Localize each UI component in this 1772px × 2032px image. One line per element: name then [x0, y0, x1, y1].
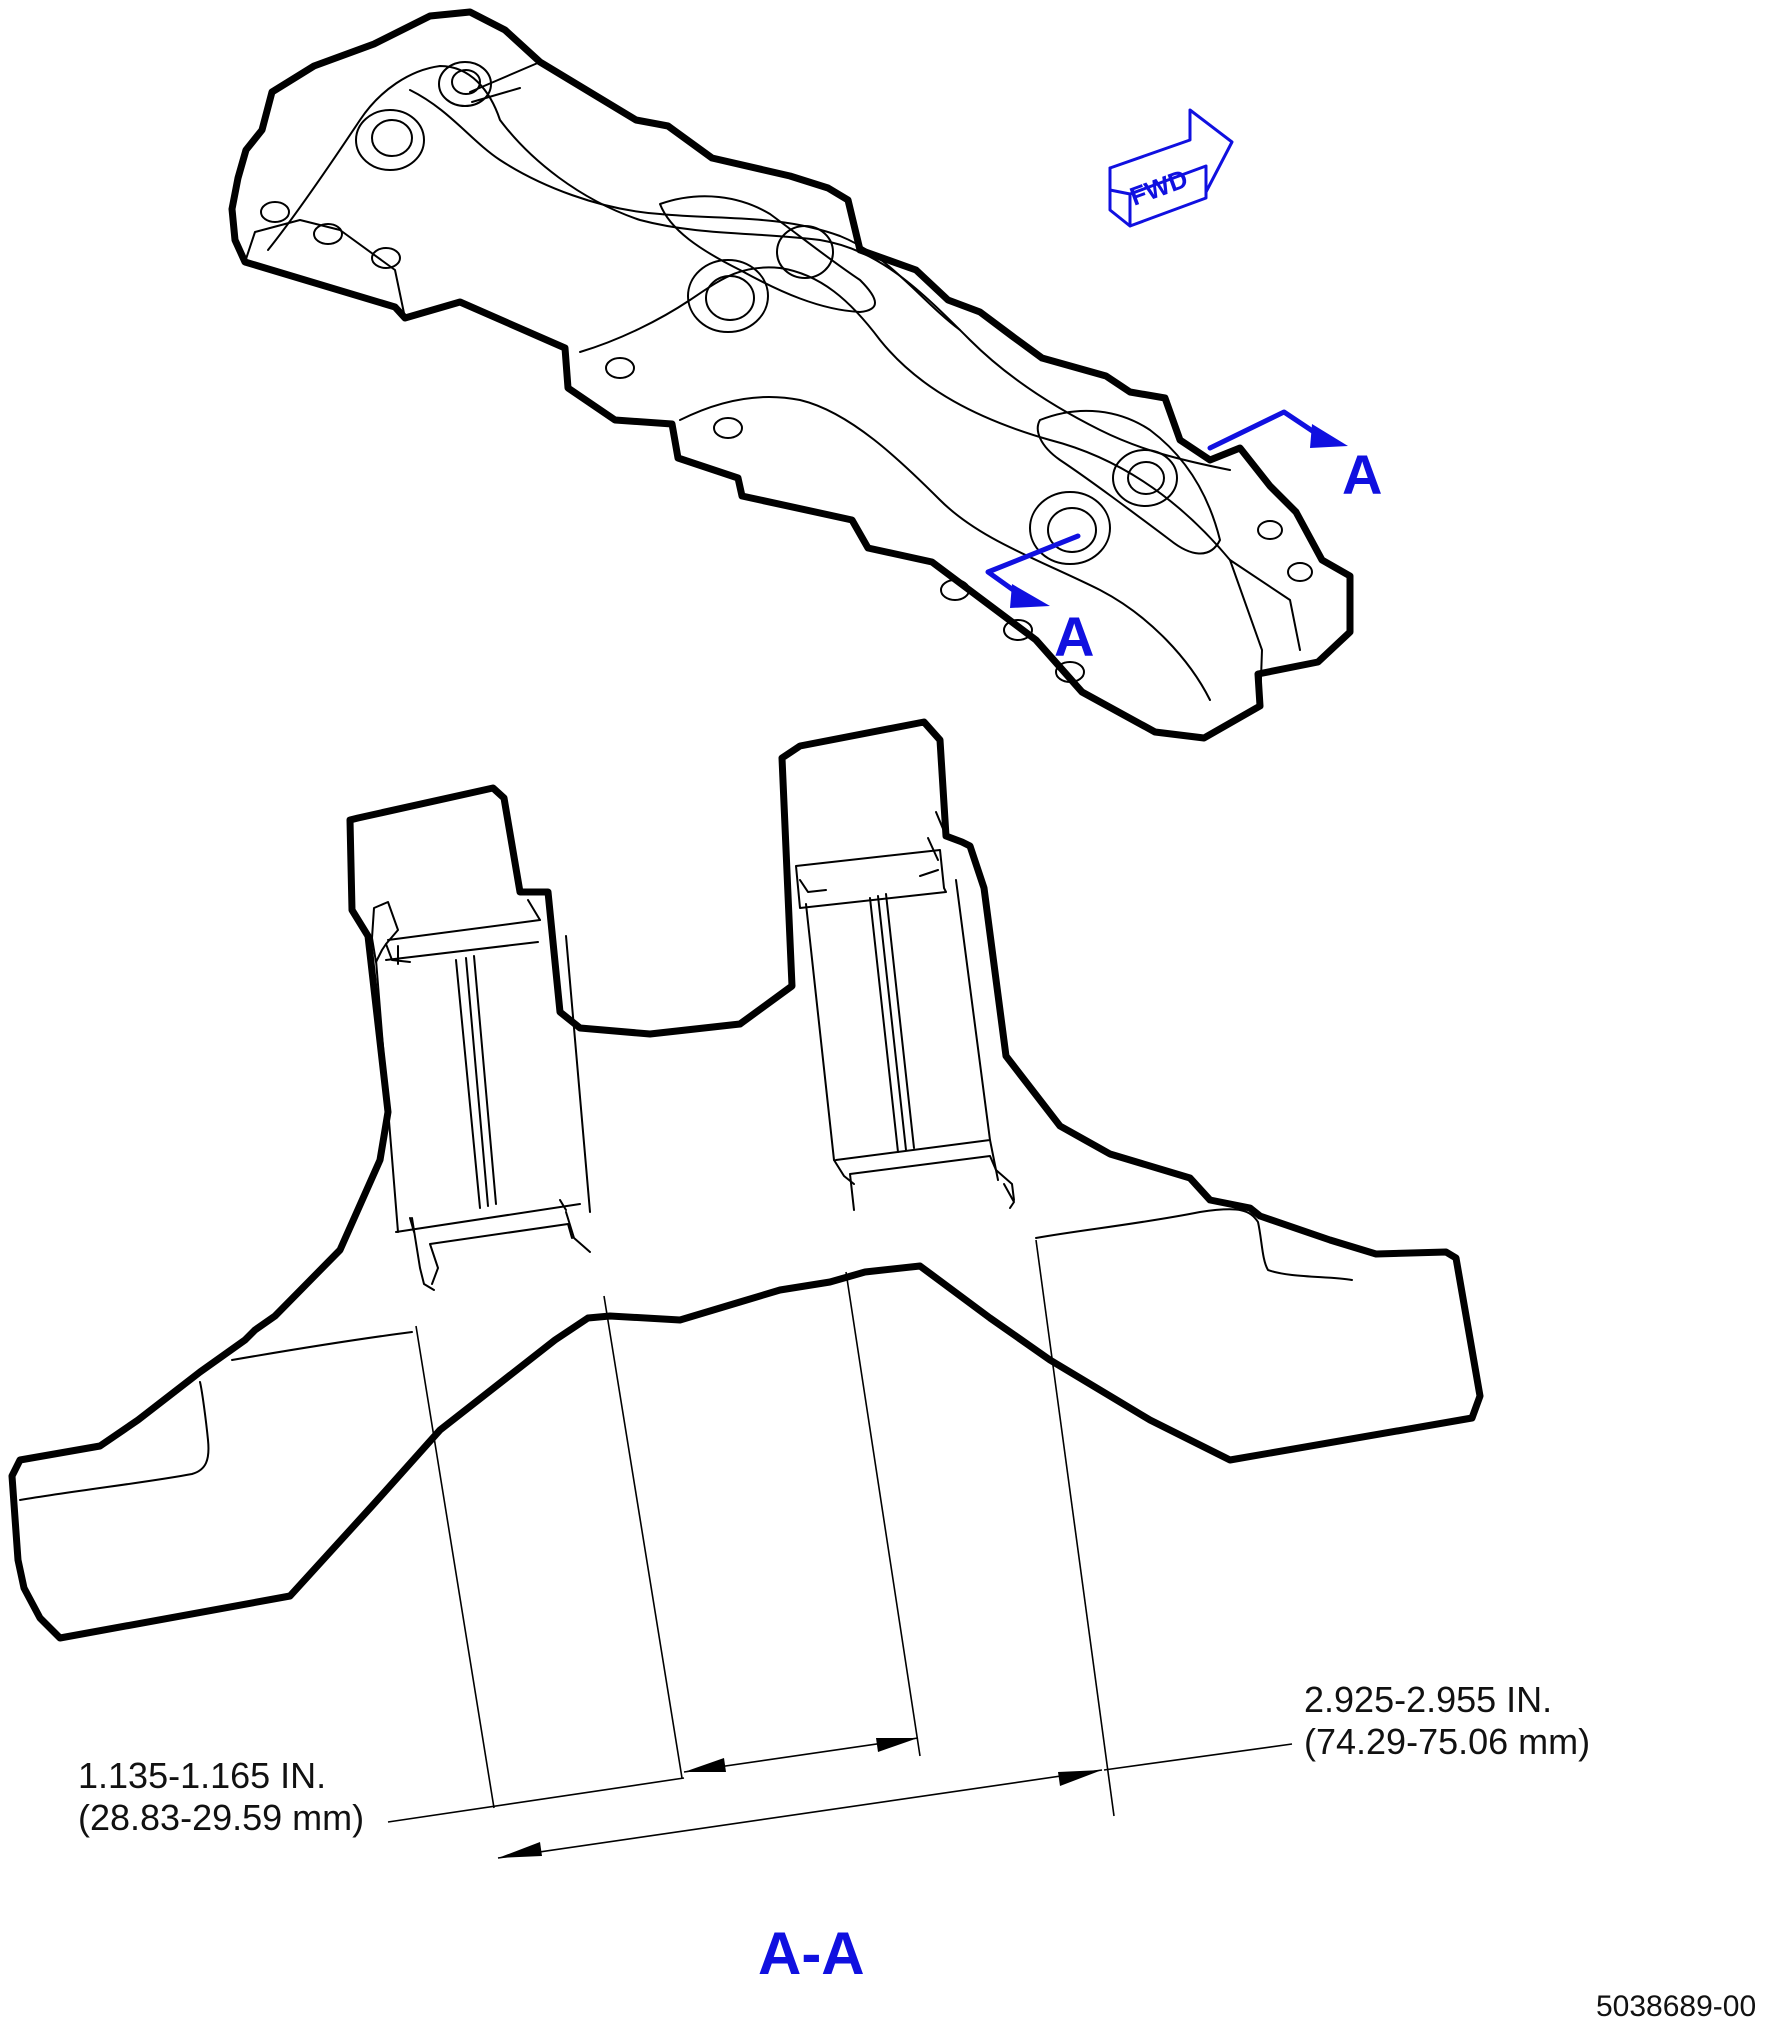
- boss-rear-left-bore: [371, 119, 413, 157]
- section-right-flange-line: [1035, 1208, 1353, 1281]
- mount-hole: [605, 357, 635, 379]
- boss-rear-top-bore: [451, 69, 481, 95]
- figure-id: 5038689-00: [1596, 1990, 1756, 2023]
- section-cut-marker-upper: A: [1207, 409, 1382, 506]
- arrowhead: [876, 1738, 918, 1752]
- extension-line: [415, 1325, 495, 1809]
- mount-hole: [1055, 661, 1085, 683]
- section-left-flange-line: [19, 1331, 413, 1501]
- bracket-bosses: [355, 61, 1178, 565]
- extension-line: [603, 1295, 683, 1779]
- mount-hole: [713, 417, 743, 439]
- dimension-left-inch: 1.135-1.165 IN.: [78, 1755, 326, 1796]
- bracket-mount-holes: [260, 201, 1313, 683]
- section-a-a-view: [8, 718, 1484, 1642]
- boss-front-right-upper-bore: [1127, 461, 1165, 495]
- boss-center-bore: [705, 275, 755, 321]
- mount-hole: [371, 247, 401, 269]
- isometric-bracket-view: [228, 8, 1354, 742]
- boss-front-right: [1029, 491, 1111, 565]
- section-letter-lower: A: [1054, 605, 1094, 668]
- section-right-bore: [795, 811, 1015, 1211]
- bracket-side-face: [1229, 559, 1301, 707]
- bracket-outline: [228, 8, 1354, 742]
- boss-center: [687, 259, 769, 333]
- bracket-mid-pocket: [659, 195, 876, 313]
- mount-hole: [313, 223, 343, 245]
- section-left-bore: [371, 899, 591, 1291]
- boss-rear-top: [438, 61, 492, 107]
- mount-hole: [1257, 520, 1283, 540]
- section-outline: [8, 718, 1484, 1642]
- dimension-right-mm: (74.29-75.06 mm): [1304, 1721, 1590, 1762]
- section-letter-upper: A: [1342, 443, 1382, 506]
- boss-center-upper: [776, 225, 834, 279]
- bracket-cut-edge: [469, 61, 541, 103]
- fwd-label: FWD: [1126, 163, 1192, 211]
- dimension-group: 1.135-1.165 IN. (28.83-29.59 mm) 2.925-2…: [78, 1239, 1590, 1859]
- boss-front-right-bore: [1047, 507, 1097, 553]
- leader-right: [1103, 1743, 1293, 1771]
- dimension-right-inch: 2.925-2.955 IN.: [1304, 1679, 1552, 1720]
- mount-hole: [1003, 619, 1033, 641]
- fwd-arrow: FWD: [1108, 108, 1234, 228]
- mount-hole: [1287, 562, 1313, 582]
- bracket-rear-ridge: [409, 89, 961, 331]
- extension-line: [1035, 1239, 1115, 1817]
- section-title: A-A: [758, 1920, 865, 1987]
- boss-rear-left: [355, 109, 425, 171]
- bracket-front-ridge: [579, 266, 1231, 561]
- mount-hole: [940, 579, 970, 601]
- dimension-line-outer: [497, 1769, 1103, 1859]
- boss-front-right-upper: [1112, 449, 1178, 507]
- arrowhead: [684, 1758, 726, 1772]
- section-cut-marker-lower: A: [985, 533, 1094, 668]
- mount-hole: [260, 201, 290, 223]
- bracket-lower-web: [679, 395, 1211, 701]
- arrowhead: [1058, 1770, 1102, 1786]
- arrowhead: [498, 1842, 542, 1858]
- extension-line: [845, 1271, 921, 1757]
- bracket-top-ridge: [267, 65, 1231, 471]
- dimension-left-mm: (28.83-29.59 mm): [78, 1797, 364, 1838]
- bracket-right-pocket: [1036, 409, 1221, 555]
- leader-left: [387, 1777, 685, 1823]
